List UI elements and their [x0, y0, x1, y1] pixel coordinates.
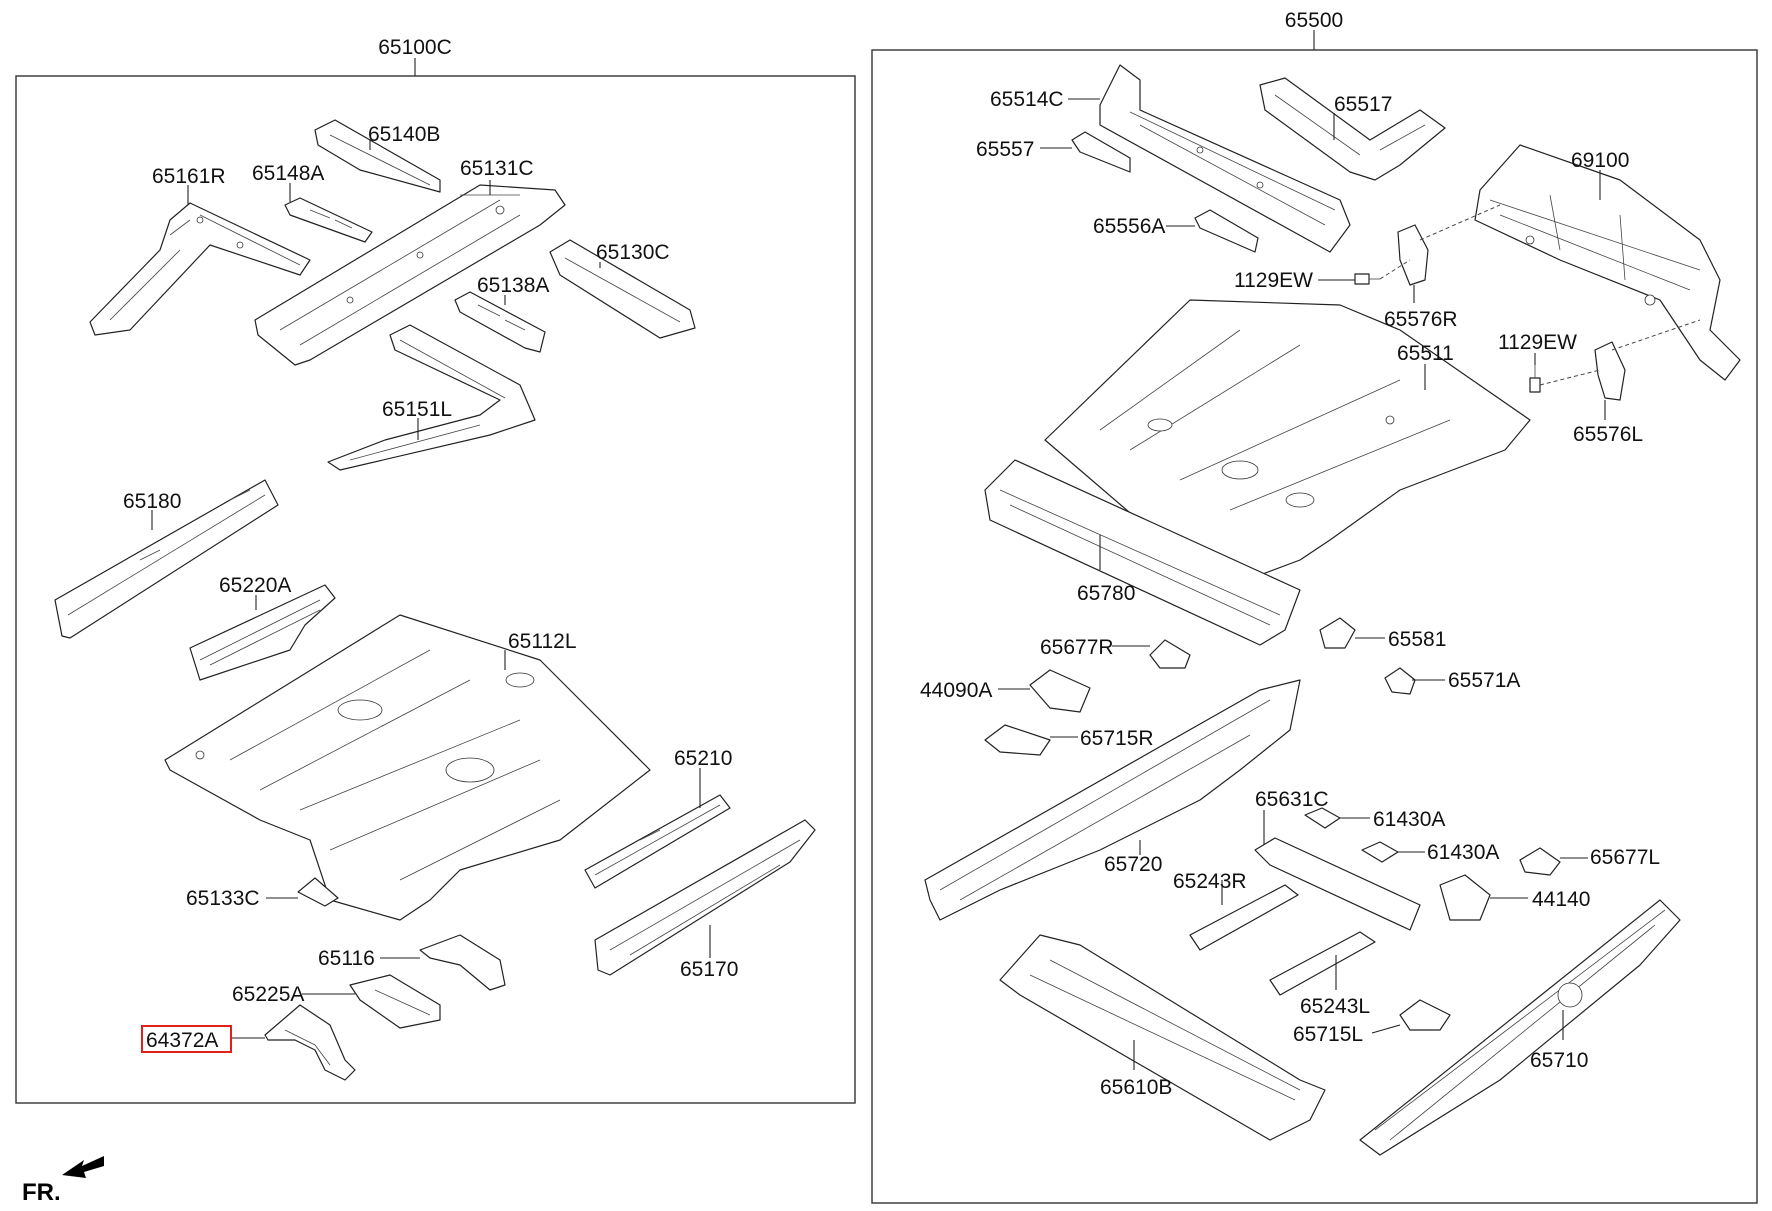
- label-65220A[interactable]: 65220A: [219, 574, 291, 597]
- right-labels: 65514C 65517 65557 69100 65556A 1129EW 6…: [920, 88, 1660, 1099]
- right-leaders: [998, 98, 1606, 1070]
- label-61430A-b[interactable]: 61430A: [1427, 841, 1499, 864]
- label-44140[interactable]: 44140: [1532, 888, 1590, 911]
- front-label: FR.: [22, 1179, 61, 1206]
- label-65151L[interactable]: 65151L: [382, 398, 452, 421]
- part-65581[interactable]: [1319, 617, 1356, 649]
- front-orientation-indicator: FR.: [22, 1156, 104, 1206]
- label-65180[interactable]: 65180: [123, 490, 181, 513]
- part-44090A[interactable]: [1029, 669, 1091, 713]
- part-65715R[interactable]: [984, 724, 1051, 756]
- part-65571A[interactable]: [1384, 667, 1416, 695]
- part-65514C[interactable]: [1099, 64, 1351, 253]
- label-65133C[interactable]: 65133C: [186, 887, 260, 910]
- label-65677R[interactable]: 65677R: [1040, 636, 1114, 659]
- part-65557[interactable]: [1071, 131, 1131, 173]
- label-65138A[interactable]: 65138A: [477, 274, 549, 297]
- left-labels: 65161R 65140B 65148A 65131C 65130C 65138…: [123, 123, 738, 1053]
- right-assembly-frame: 65500: [871, 9, 1758, 1204]
- label-65557[interactable]: 65557: [976, 138, 1034, 161]
- label-65576L[interactable]: 65576L: [1573, 423, 1643, 446]
- label-65576R[interactable]: 65576R: [1384, 308, 1458, 331]
- label-1129EW-a[interactable]: 1129EW: [1234, 269, 1313, 292]
- part-65720[interactable]: [924, 679, 1301, 921]
- part-65556A[interactable]: [1194, 209, 1259, 253]
- front-arrow-icon: [62, 1156, 104, 1178]
- part-65631C[interactable]: [1254, 837, 1421, 931]
- part-65225A[interactable]: [349, 974, 441, 1029]
- part-65715L[interactable]: [1399, 999, 1451, 1031]
- label-65715R[interactable]: 65715R: [1080, 727, 1154, 750]
- part-64372A[interactable]: [264, 1004, 356, 1081]
- part-1129EW-b[interactable]: [1529, 365, 1541, 393]
- part-65243R[interactable]: [1189, 884, 1299, 951]
- label-65710[interactable]: 65710: [1530, 1049, 1588, 1072]
- part-61430A-b[interactable]: [1361, 841, 1399, 863]
- part-65511[interactable]: [1044, 299, 1531, 576]
- label-65631C[interactable]: 65631C: [1255, 788, 1329, 811]
- part-65140B[interactable]: [314, 119, 441, 193]
- label-65243R[interactable]: 65243R: [1173, 870, 1247, 893]
- label-65140B[interactable]: 65140B: [368, 123, 440, 146]
- part-65116[interactable]: [419, 934, 506, 991]
- label-65225A[interactable]: 65225A: [232, 983, 304, 1006]
- label-65116[interactable]: 65116: [318, 947, 375, 970]
- label-65556A[interactable]: 65556A: [1093, 215, 1165, 238]
- part-65610B[interactable]: [999, 934, 1326, 1141]
- label-65720[interactable]: 65720: [1104, 853, 1162, 876]
- label-65161R[interactable]: 65161R: [152, 165, 226, 188]
- label-65210[interactable]: 65210: [674, 747, 732, 770]
- part-65170[interactable]: [594, 819, 816, 976]
- part-1129EW-a[interactable]: [1354, 273, 1380, 285]
- part-65517[interactable]: [1259, 77, 1446, 181]
- part-65677R[interactable]: [1149, 639, 1191, 669]
- group-label-65500: 65500: [1285, 9, 1343, 32]
- left-leaders: [151, 140, 711, 1039]
- highlight-box-64372A: [141, 1025, 232, 1053]
- part-65148A[interactable]: [284, 197, 373, 243]
- part-61430A-a[interactable]: [1304, 807, 1341, 829]
- label-65780[interactable]: 65780: [1077, 582, 1135, 605]
- label-65610B[interactable]: 65610B: [1100, 1076, 1172, 1099]
- part-65151L[interactable]: [327, 324, 536, 471]
- label-65581[interactable]: 65581: [1388, 628, 1446, 651]
- part-65710[interactable]: [1359, 899, 1681, 1156]
- part-69100[interactable]: [1474, 144, 1741, 381]
- label-65131C[interactable]: 65131C: [460, 157, 534, 180]
- label-65243L[interactable]: 65243L: [1300, 995, 1370, 1018]
- part-65243L[interactable]: [1269, 931, 1376, 996]
- part-65780[interactable]: [984, 459, 1301, 646]
- label-65170[interactable]: 65170: [680, 958, 738, 981]
- part-65112L[interactable]: [164, 614, 651, 921]
- label-65517[interactable]: 65517: [1334, 93, 1392, 116]
- part-65180[interactable]: [54, 479, 279, 639]
- label-44090A[interactable]: 44090A: [920, 679, 992, 702]
- label-65148A[interactable]: 65148A: [252, 162, 324, 185]
- part-44140[interactable]: [1439, 874, 1491, 921]
- part-65576R[interactable]: [1397, 224, 1429, 286]
- part-65576L[interactable]: [1594, 341, 1626, 401]
- label-65511[interactable]: 65511: [1397, 342, 1454, 365]
- part-65220A[interactable]: [189, 584, 336, 681]
- label-65514C[interactable]: 65514C: [990, 88, 1064, 111]
- part-65138A[interactable]: [454, 291, 546, 353]
- part-65130C[interactable]: [549, 239, 696, 339]
- group-label-65100C: 65100C: [378, 36, 452, 59]
- left-assembly-frame: 65100C: [15, 36, 856, 1104]
- label-61430A-a[interactable]: 61430A: [1373, 808, 1445, 831]
- label-69100[interactable]: 69100: [1571, 149, 1629, 172]
- part-65210[interactable]: [584, 794, 731, 889]
- label-65112L[interactable]: 65112L: [508, 630, 577, 653]
- label-65130C[interactable]: 65130C: [596, 241, 670, 264]
- label-65571A[interactable]: 65571A: [1448, 669, 1520, 692]
- part-65133C[interactable]: [297, 877, 339, 907]
- part-65161R[interactable]: [89, 202, 311, 336]
- label-65715L[interactable]: 65715L: [1293, 1023, 1363, 1046]
- label-65677L[interactable]: 65677L: [1590, 846, 1660, 869]
- label-1129EW-b[interactable]: 1129EW: [1498, 331, 1577, 354]
- label-64372A[interactable]: 64372A: [146, 1029, 218, 1052]
- part-65677L[interactable]: [1519, 847, 1561, 876]
